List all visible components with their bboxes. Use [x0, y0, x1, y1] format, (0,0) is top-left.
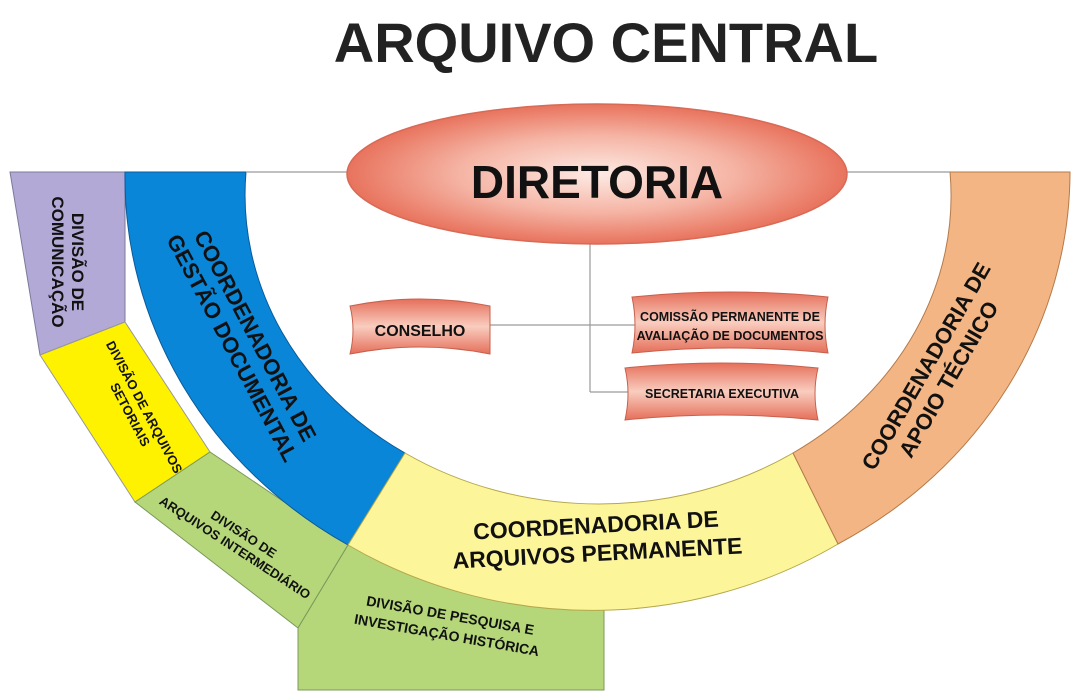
div-comunicacao-label-2: COMUNICAÇÃO — [48, 196, 68, 327]
conselho-banner — [349, 298, 491, 355]
div-comunicacao-label-1: DIVISÃO DE — [68, 213, 88, 311]
comissao-label-1: COMISSÃO PERMANENTE DE — [640, 309, 820, 324]
connector-lines — [246, 171, 950, 393]
comissao-banner — [631, 291, 829, 354]
conselho-label: CONSELHO — [375, 323, 466, 340]
diretoria-ellipse — [346, 103, 848, 245]
comissao-label-2: AVALIAÇÃO DE DOCUMENTOS — [637, 328, 824, 343]
div-pesquisa-box — [297, 544, 605, 691]
secretaria-banner — [624, 362, 819, 421]
page-title: ARQUIVO CENTRAL — [334, 11, 878, 74]
coord-permanente-arc — [347, 452, 839, 611]
diretoria-label: DIRETORIA — [471, 156, 723, 208]
coord-apoio-arc — [792, 171, 1071, 545]
secretaria-label: SECRETARIA EXECUTIVA — [645, 387, 799, 401]
